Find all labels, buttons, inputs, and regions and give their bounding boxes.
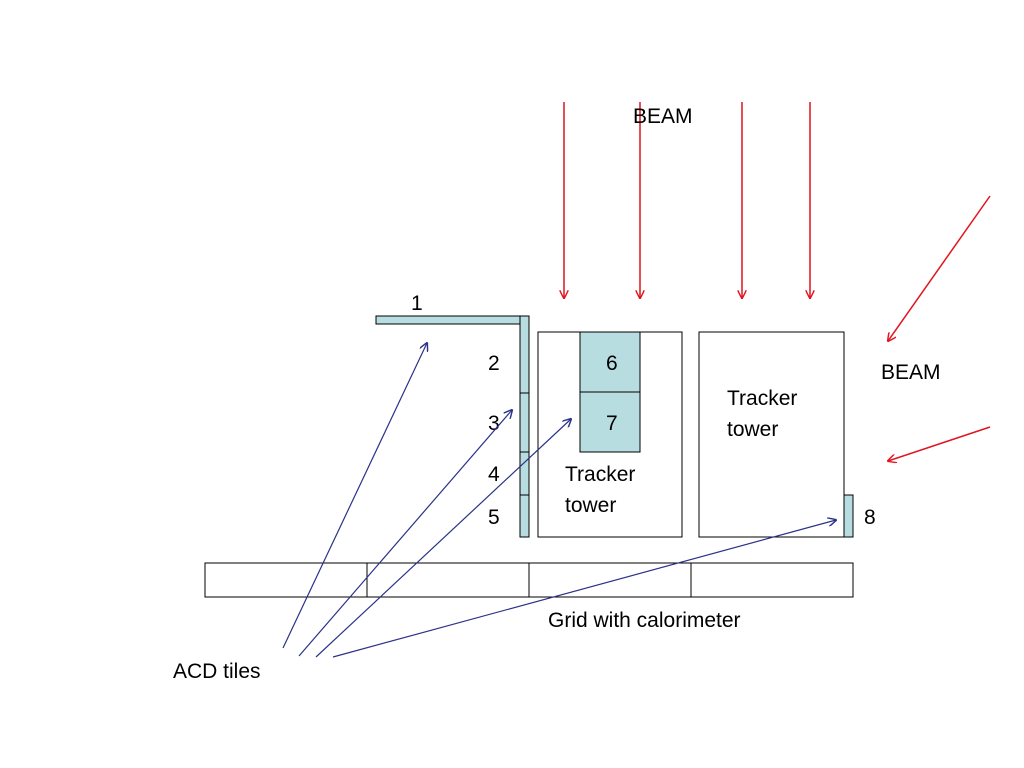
grid-cell-3 xyxy=(528,562,692,598)
beam-arrows-top xyxy=(564,102,810,298)
pointer-arrow-tile-3 xyxy=(298,410,512,657)
tile-number-7: 7 xyxy=(606,412,618,435)
acd-tile-6 xyxy=(579,331,641,393)
tracker-tower-right-line-2: tower xyxy=(727,418,778,441)
pointer-arrow-tile-1 xyxy=(282,343,427,649)
tracker-tower-left-line-1: Tracker xyxy=(565,463,635,486)
acd-tile-3 xyxy=(519,392,530,453)
calorimeter-grid xyxy=(204,562,854,598)
acd-tiles-group xyxy=(375,315,854,538)
tile-number-4: 4 xyxy=(488,463,500,486)
tracker-tower-right-label: Tracker tower xyxy=(727,387,803,441)
tracker-tower-left-line-2: tower xyxy=(565,494,616,517)
beam-arrow-oblique-1 xyxy=(888,195,991,341)
acd-tile-2 xyxy=(519,315,530,394)
grid-cell-2 xyxy=(366,562,530,598)
pointer-arrow-tile-8 xyxy=(332,520,836,658)
tile-number-2: 2 xyxy=(488,352,500,375)
pointer-arrow-tile-7 xyxy=(315,419,571,658)
tracker-tower-right-line-1: Tracker xyxy=(727,387,797,410)
acd-tile-4 xyxy=(519,451,530,496)
beam-arrows-side xyxy=(888,195,991,461)
acd-tile-1 xyxy=(375,315,530,325)
acd-tile-8 xyxy=(843,494,854,538)
grid-cell-4 xyxy=(690,562,854,598)
acd-tile-7 xyxy=(579,391,641,453)
grid-cell-1 xyxy=(204,562,368,598)
tile-number-5: 5 xyxy=(488,506,500,529)
acd-tiles-label: ACD tiles xyxy=(173,660,261,683)
beam-label-top: BEAM xyxy=(633,105,693,128)
grid-label: Grid with calorimeter xyxy=(548,609,741,632)
tracker-tower-left-label: Tracker tower xyxy=(565,463,641,517)
beam-arrow-oblique-2 xyxy=(888,426,991,461)
beam-label-side: BEAM xyxy=(881,361,941,384)
tile-number-3: 3 xyxy=(488,412,500,435)
tile-number-6: 6 xyxy=(606,352,618,375)
acd-tile-5 xyxy=(519,494,530,538)
tile-number-8: 8 xyxy=(864,506,876,529)
acd-pointer-arrows xyxy=(282,343,836,658)
tile-number-1: 1 xyxy=(411,292,423,315)
